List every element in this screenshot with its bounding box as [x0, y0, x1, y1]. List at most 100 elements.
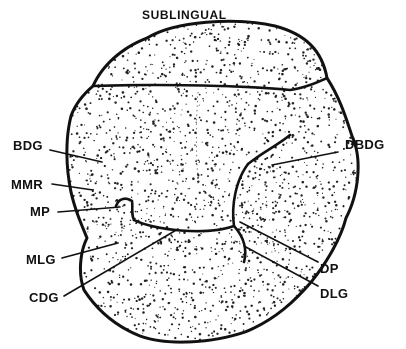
stipple-dot [357, 133, 358, 134]
stipple-dot [67, 54, 69, 56]
stipple-dot [108, 18, 110, 20]
stipple-dot [170, 241, 172, 243]
stipple-dot [253, 128, 255, 130]
stipple-dot [283, 298, 285, 300]
stipple-dot [185, 60, 187, 62]
stipple-dot [227, 215, 229, 217]
stipple-dot [65, 326, 67, 328]
stipple-dot [280, 194, 282, 196]
stipple-dot [98, 149, 100, 151]
stipple-dot [65, 99, 66, 100]
stipple-dot [73, 294, 75, 296]
stipple-dot [279, 77, 281, 79]
stipple-dot [135, 118, 136, 119]
stipple-dot [272, 53, 274, 55]
stipple-dot [143, 33, 145, 35]
stipple-dot [195, 72, 197, 74]
stipple-dot [257, 269, 259, 271]
stipple-dot [284, 98, 285, 99]
stipple-dot [282, 64, 284, 66]
stipple-dot [71, 166, 73, 168]
stipple-dot [284, 210, 285, 211]
stipple-dot [69, 219, 71, 221]
stipple-dot [359, 259, 361, 261]
stipple-dot [168, 302, 170, 304]
stipple-dot [220, 81, 222, 83]
stipple-dot [221, 26, 223, 28]
stipple-dot [168, 265, 170, 267]
stipple-dot [284, 200, 286, 202]
medial-septum [197, 92, 199, 184]
stipple-dot [289, 253, 291, 255]
stipple-dot [352, 124, 354, 126]
stipple-dot [231, 305, 234, 308]
stipple-dot [156, 281, 157, 282]
stipple-dot [88, 80, 90, 82]
mlg-label: MLG [26, 252, 56, 267]
stipple-dot [270, 308, 272, 310]
stipple-dot [243, 217, 245, 219]
stipple-dot [125, 127, 127, 129]
stipple-dot [258, 179, 259, 180]
stipple-dot [206, 144, 208, 146]
stipple-dot [154, 160, 155, 161]
stipple-dot [270, 341, 272, 343]
stipple-dot [109, 261, 111, 263]
stipple-dot [160, 138, 162, 140]
stipple-dot [220, 270, 221, 271]
stipple-dot [261, 163, 263, 165]
stipple-dot [320, 305, 322, 307]
stipple-dot [173, 128, 175, 130]
stipple-dot [127, 59, 129, 61]
stipple-dot [126, 30, 128, 32]
stipple-dot [203, 209, 204, 210]
stipple-dot [71, 219, 72, 220]
stipple-dot [247, 279, 249, 281]
stipple-dot [181, 74, 183, 76]
stipple-dot [359, 53, 360, 54]
stipple-dot [229, 152, 231, 154]
stipple-dot [280, 301, 282, 303]
stipple-dot [145, 294, 147, 296]
stipple-dot [283, 217, 284, 218]
stipple-dot [198, 159, 200, 161]
stipple-dot [353, 83, 355, 85]
stipple-dot [324, 302, 325, 303]
stipple-dot [66, 269, 67, 270]
stipple-dot [322, 163, 324, 165]
stipple-dot [130, 97, 132, 99]
stipple-dot [148, 113, 150, 115]
stipple-dot [216, 47, 218, 49]
stipple-dot [251, 185, 252, 186]
stipple-dot [121, 227, 123, 229]
stipple-dot [253, 59, 254, 60]
stipple-dot [347, 41, 348, 42]
stipple-dot [348, 181, 350, 183]
stipple-dot [204, 205, 206, 207]
stipple-dot [68, 61, 70, 63]
stipple-dot [123, 33, 125, 35]
stipple-dot [134, 324, 136, 326]
stipple-dot [282, 86, 283, 87]
stipple-dot [352, 116, 354, 118]
stipple-dot [313, 108, 315, 110]
stipple-dot [351, 309, 353, 311]
stipple-dot [215, 207, 217, 209]
stipple-dot [96, 28, 98, 30]
stipple-dot [68, 219, 71, 222]
stipple-dot [329, 316, 331, 318]
stipple-dot [256, 309, 258, 311]
stipple-dot [73, 224, 74, 225]
stipple-dot [313, 65, 314, 66]
stipple-dot [125, 165, 127, 167]
stipple-dot [205, 286, 207, 288]
stipple-dot [110, 218, 112, 220]
stipple-dot [65, 30, 67, 32]
stipple-dot [136, 339, 138, 341]
stipple-dot [273, 301, 276, 304]
stipple-dot [192, 129, 194, 131]
stipple-dot [273, 341, 275, 343]
stipple-dot [289, 195, 291, 197]
stipple-dot [328, 70, 330, 72]
stipple-dot [277, 274, 279, 276]
